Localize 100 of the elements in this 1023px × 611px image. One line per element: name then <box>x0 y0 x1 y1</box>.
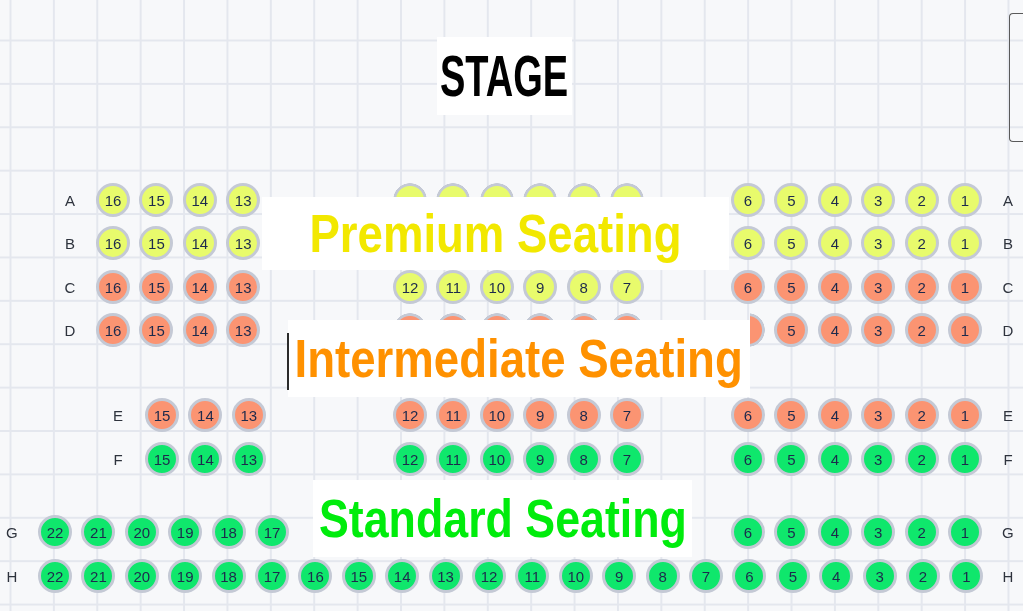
row-letter: G <box>1002 524 1014 540</box>
seat-marker: 9 <box>523 270 558 304</box>
seat-marker: 15 <box>139 226 174 260</box>
seat-marker: 2 <box>904 515 939 549</box>
seat-marker: 15 <box>139 270 174 304</box>
seat-marker: 2 <box>904 313 939 347</box>
seat-marker: 8 <box>566 270 601 304</box>
seat-marker: 5 <box>774 270 809 304</box>
seat-marker: 13 <box>428 559 463 593</box>
seat-marker: 11 <box>515 559 550 593</box>
seat-marker: 15 <box>341 559 376 593</box>
seat-marker: 4 <box>817 515 852 549</box>
seat-marker: 5 <box>774 398 809 432</box>
row-letter: A <box>65 192 75 208</box>
seat-marker: 17 <box>255 559 289 593</box>
seat-marker: 13 <box>226 183 261 217</box>
row-letter: F <box>1003 451 1013 467</box>
seat-marker: 10 <box>558 559 593 593</box>
seat-marker: 14 <box>182 226 217 260</box>
seat-marker: 5 <box>774 515 809 549</box>
seat-marker <box>479 183 514 197</box>
seat-marker: 11 <box>436 398 471 432</box>
seat-marker <box>750 313 765 347</box>
seat-marker: 13 <box>231 398 266 432</box>
seat-marker: 6 <box>731 515 765 549</box>
seat-marker: 13 <box>226 226 261 260</box>
seat-marker: 10 <box>479 442 514 476</box>
seat-marker: 17 <box>255 515 289 549</box>
seat-marker: 20 <box>124 559 159 593</box>
seat-marker: 5 <box>774 442 809 476</box>
seat-marker: 4 <box>817 183 852 217</box>
seat-marker: 7 <box>689 559 723 593</box>
seat-marker: 3 <box>861 183 896 217</box>
seat-marker: 5 <box>774 226 809 260</box>
seating-zone-label: Standard Seating <box>313 480 692 557</box>
seat-marker: 3 <box>861 442 896 476</box>
seat-marker: 4 <box>817 442 852 476</box>
seat-marker: 8 <box>645 559 680 593</box>
seat-marker: 6 <box>731 183 765 217</box>
seat-marker: 14 <box>182 183 217 217</box>
seat-marker: 11 <box>436 270 471 304</box>
seat-marker: 10 <box>479 270 514 304</box>
seat-marker: 1 <box>948 398 982 432</box>
seat-marker: 15 <box>139 313 174 347</box>
seat-marker: 12 <box>393 398 427 432</box>
seat-marker: 12 <box>393 442 427 476</box>
seat-marker: 6 <box>731 270 765 304</box>
seat-marker: 1 <box>949 559 984 593</box>
seat-marker: 14 <box>385 559 420 593</box>
seat-marker: 8 <box>566 442 601 476</box>
seat-marker: 14 <box>188 442 223 476</box>
seat-marker: 2 <box>904 226 939 260</box>
seat-marker: 22 <box>38 559 72 593</box>
seat-marker: 6 <box>731 398 765 432</box>
seat-marker: 1 <box>948 270 982 304</box>
row-letter: D <box>64 322 76 338</box>
seating-zone-label: Premium Seating <box>262 197 729 270</box>
seat-marker: 1 <box>948 226 982 260</box>
seat-marker: 15 <box>145 398 179 432</box>
seat-marker: 15 <box>145 442 179 476</box>
seat-marker: 8 <box>566 398 601 432</box>
row-letter: E <box>1003 407 1013 423</box>
seat-marker: 4 <box>817 270 852 304</box>
seat-marker: 5 <box>774 313 809 347</box>
seat-marker: 7 <box>610 398 644 432</box>
seat-marker: 14 <box>182 313 217 347</box>
seat-marker: 2 <box>904 398 939 432</box>
seat-marker: 16 <box>96 183 130 217</box>
seat-marker: 1 <box>948 313 982 347</box>
seat-marker: 13 <box>226 313 261 347</box>
seat-marker: 4 <box>817 398 852 432</box>
seat-marker: 3 <box>861 226 896 260</box>
seat-marker: 1 <box>948 442 982 476</box>
row-letter: D <box>1002 322 1014 338</box>
seat-marker: 16 <box>298 559 333 593</box>
seating-zone-label: Intermediate Seating <box>288 320 750 397</box>
seat-marker: 7 <box>610 442 644 476</box>
seat-marker: 6 <box>731 226 765 260</box>
seat-marker: 16 <box>96 270 130 304</box>
seat-marker: 6 <box>731 442 765 476</box>
seat-marker: 2 <box>904 270 939 304</box>
row-letter: B <box>1003 235 1013 251</box>
seat-marker: 3 <box>861 515 896 549</box>
stage-label: STAGE <box>437 37 572 115</box>
seat-marker: 1 <box>948 183 982 217</box>
row-letter: C <box>64 279 76 295</box>
seat-marker: 5 <box>774 183 809 217</box>
seat-marker: 16 <box>96 226 130 260</box>
seat-marker: 14 <box>182 270 217 304</box>
row-letter: H <box>6 568 18 584</box>
seat-marker: 2 <box>904 183 939 217</box>
seat-marker: 18 <box>211 559 246 593</box>
row-letter: H <box>1002 568 1014 584</box>
seat-marker: 12 <box>472 559 506 593</box>
seat-marker: 22 <box>38 515 72 549</box>
seat-marker: 20 <box>124 515 159 549</box>
seat-marker: 6 <box>732 559 767 593</box>
seat-marker <box>436 183 471 197</box>
seat-marker: 5 <box>775 559 810 593</box>
seat-marker: 1 <box>948 515 982 549</box>
